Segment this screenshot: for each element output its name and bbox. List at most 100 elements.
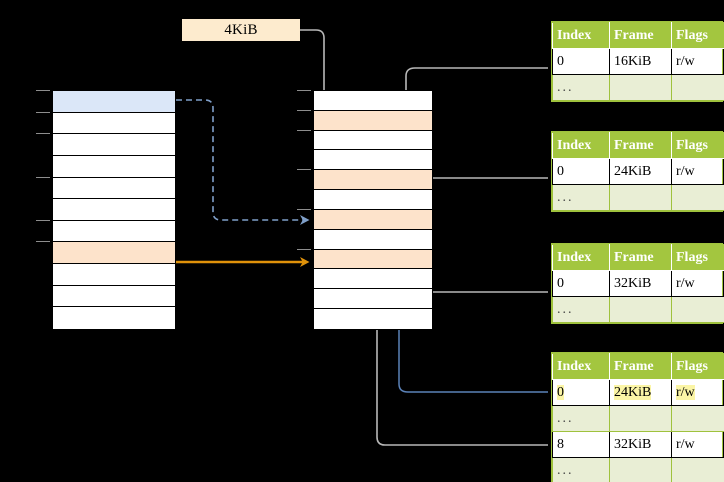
- column-header-flags: Flags: [671, 22, 724, 49]
- virtual-address-space-row-9: [53, 285, 175, 308]
- physical-memory-row-6: [314, 209, 432, 230]
- cell-flags: r/w: [671, 270, 724, 297]
- physical-memory-row-2: [314, 130, 432, 151]
- column-header-flags: Flags: [671, 244, 724, 271]
- physical-memory-row-9: [314, 269, 432, 290]
- virtual-address-space-column: [52, 90, 176, 330]
- cell-index: ...: [552, 457, 610, 482]
- column-header-frame: Frame: [609, 132, 672, 159]
- physical-memory-row-11: [314, 309, 432, 329]
- virtual-address-space-row-0: [53, 91, 175, 113]
- cell-flags: r/w: [671, 431, 724, 458]
- cell-index: ...: [552, 405, 610, 432]
- virtual-address-space-row-6: [53, 220, 175, 243]
- physical-memory-tick-6: [297, 209, 311, 210]
- wire-table2-to-frame: [415, 177, 548, 226]
- virtual-address-space-row-4: [53, 177, 175, 200]
- cell-index: 0: [552, 379, 610, 406]
- virtual-address-space-row-1: [53, 112, 175, 135]
- virtual-address-space-tick-0: [36, 90, 50, 91]
- cell-frame: 16KiB: [609, 48, 672, 75]
- virtual-address-space-tick-4: [36, 176, 50, 178]
- virtual-address-space-tick-6: [36, 219, 50, 221]
- physical-memory-row-10: [314, 289, 432, 310]
- cell-frame: [609, 74, 672, 101]
- cell-flags: [671, 405, 724, 432]
- virtual-address-space-tick-7: [36, 241, 50, 243]
- wire-virtual-row0-dashed: [176, 99, 310, 225]
- column-header-index: Index: [552, 353, 610, 380]
- table-row[interactable]: ...: [552, 296, 724, 323]
- physical-memory-row-3: [314, 150, 432, 171]
- column-header-flags: Flags: [671, 132, 724, 159]
- column-header-index: Index: [552, 132, 610, 159]
- virtual-address-space-row-8: [53, 264, 175, 286]
- physical-memory-tick-1: [297, 109, 311, 111]
- cell-frame: [609, 405, 672, 432]
- cell-frame: [609, 457, 672, 482]
- virtual-address-space-row-3: [53, 155, 175, 178]
- column-header-frame: Frame: [609, 244, 672, 271]
- physical-memory-tick-2: [297, 129, 311, 131]
- cell-flags: [671, 457, 724, 482]
- physical-memory-tick-0: [297, 90, 311, 91]
- virtual-address-space-row-2: [53, 134, 175, 156]
- cell-frame: 32KiB: [609, 431, 672, 458]
- physical-memory-tick-4: [297, 169, 311, 171]
- cell-flags: [671, 74, 724, 101]
- physical-memory-row-8: [314, 249, 432, 270]
- cell-flags: r/w: [671, 158, 724, 185]
- virtual-address-space-row-7: [53, 242, 175, 264]
- virtual-address-space-tick-2: [36, 133, 50, 135]
- physical-memory-tick-8: [297, 248, 311, 250]
- cell-frame: 24KiB: [609, 158, 672, 185]
- physical-memory-row-4: [314, 170, 432, 191]
- physical-memory-row-0: [314, 91, 432, 111]
- cell-index: ...: [552, 296, 610, 323]
- physical-memory-row-1: [314, 110, 432, 131]
- cell-index: ...: [552, 74, 610, 101]
- cell-flags: [671, 184, 724, 211]
- column-header-index: Index: [552, 244, 610, 271]
- table-row[interactable]: ...: [552, 405, 724, 432]
- table-row[interactable]: ...: [552, 74, 724, 101]
- column-header-frame: Frame: [609, 22, 672, 49]
- table-row[interactable]: ...: [552, 457, 724, 482]
- physical-memory-row-5: [314, 190, 432, 210]
- cell-frame: 24KiB: [609, 379, 672, 406]
- physical-memory-column: [313, 90, 433, 330]
- physical-memory-row-7: [314, 229, 432, 250]
- column-header-index: Index: [552, 22, 610, 49]
- virtual-address-space-row-5: [53, 199, 175, 221]
- cell-index: 0: [552, 270, 610, 297]
- column-header-frame: Frame: [609, 353, 672, 380]
- cell-frame: [609, 184, 672, 211]
- size-label-4kib: 4KiB: [182, 19, 300, 41]
- cell-index: 8: [552, 431, 610, 458]
- cell-flags: r/w: [671, 379, 724, 406]
- cell-frame: [609, 296, 672, 323]
- column-header-flags: Flags: [671, 353, 724, 380]
- cell-index: ...: [552, 184, 610, 211]
- virtual-address-space-tick-1: [36, 111, 50, 113]
- cell-index: 0: [552, 158, 610, 185]
- virtual-address-space-row-10: [53, 307, 175, 329]
- table-row[interactable]: ...: [552, 184, 724, 211]
- cell-flags: [671, 296, 724, 323]
- cell-flags: r/w: [671, 48, 724, 75]
- cell-index: 0: [552, 48, 610, 75]
